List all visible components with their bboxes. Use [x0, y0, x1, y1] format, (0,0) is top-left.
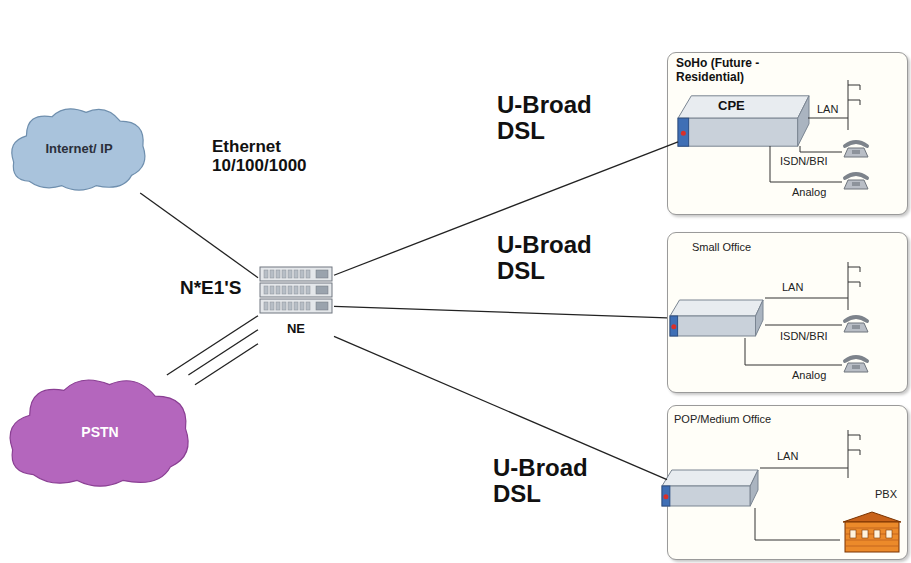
link-line [195, 344, 258, 385]
node-label: POP/Medium Office [674, 413, 771, 426]
telephone-icon [844, 142, 868, 157]
wire [848, 430, 849, 478]
pstn-cloud: PSTN [5, 375, 195, 490]
port-label: LAN [780, 281, 805, 293]
wire [808, 118, 848, 119]
link-line [167, 316, 258, 375]
node-label: SoHo (Future - Residential) [676, 57, 786, 85]
port-label: ISDN/BRI [778, 155, 830, 167]
node-label: PSTN [81, 424, 118, 440]
cpe-device [670, 300, 763, 336]
wire [848, 80, 849, 130]
link-line [334, 306, 667, 317]
wire [848, 262, 849, 310]
wire [848, 267, 860, 272]
wire [755, 508, 840, 540]
link-label: U-Broad DSL [497, 232, 609, 285]
port-label: Analog [790, 369, 828, 381]
link-line [188, 330, 258, 375]
port-label: LAN [815, 103, 840, 115]
wire [848, 282, 860, 287]
pbx-unit: PBX [841, 486, 903, 556]
wire [848, 435, 860, 440]
wire [760, 468, 848, 469]
cpe-device [662, 470, 758, 506]
wire [745, 338, 842, 365]
port-label: LAN [775, 450, 800, 462]
wire [770, 146, 842, 182]
link-line [334, 142, 678, 275]
telephone-icon [844, 317, 868, 332]
wire [848, 100, 860, 105]
network-element: NE [258, 265, 334, 345]
port-label: ISDN/BRI [778, 330, 830, 342]
link-label: U-Broad DSL [497, 92, 609, 145]
wire [765, 298, 848, 299]
site-panel: CPE SoHo (Future - Residential) [667, 52, 908, 215]
wire [848, 450, 860, 455]
port-label: Analog [790, 186, 828, 198]
node-label: Internet/ IP [45, 142, 112, 157]
link-label: U-Broad DSL [493, 455, 605, 508]
internet-cloud: Internet/ IP [8, 105, 150, 193]
node-label: Small Office [692, 241, 751, 254]
wire [848, 85, 860, 90]
link-label: N*E1'S [180, 278, 260, 299]
link-label: Ethernet 10/100/1000 [212, 138, 330, 175]
link-line [140, 193, 258, 278]
wire [800, 146, 842, 152]
link-line [334, 336, 667, 479]
telephone-icon [844, 357, 868, 372]
wire [765, 325, 842, 326]
node-label: CPE [718, 99, 745, 114]
node-label: NE [287, 322, 305, 337]
node-label: PBX [875, 488, 897, 501]
telephone-icon [844, 174, 868, 189]
cpe-device: CPE [678, 93, 811, 149]
